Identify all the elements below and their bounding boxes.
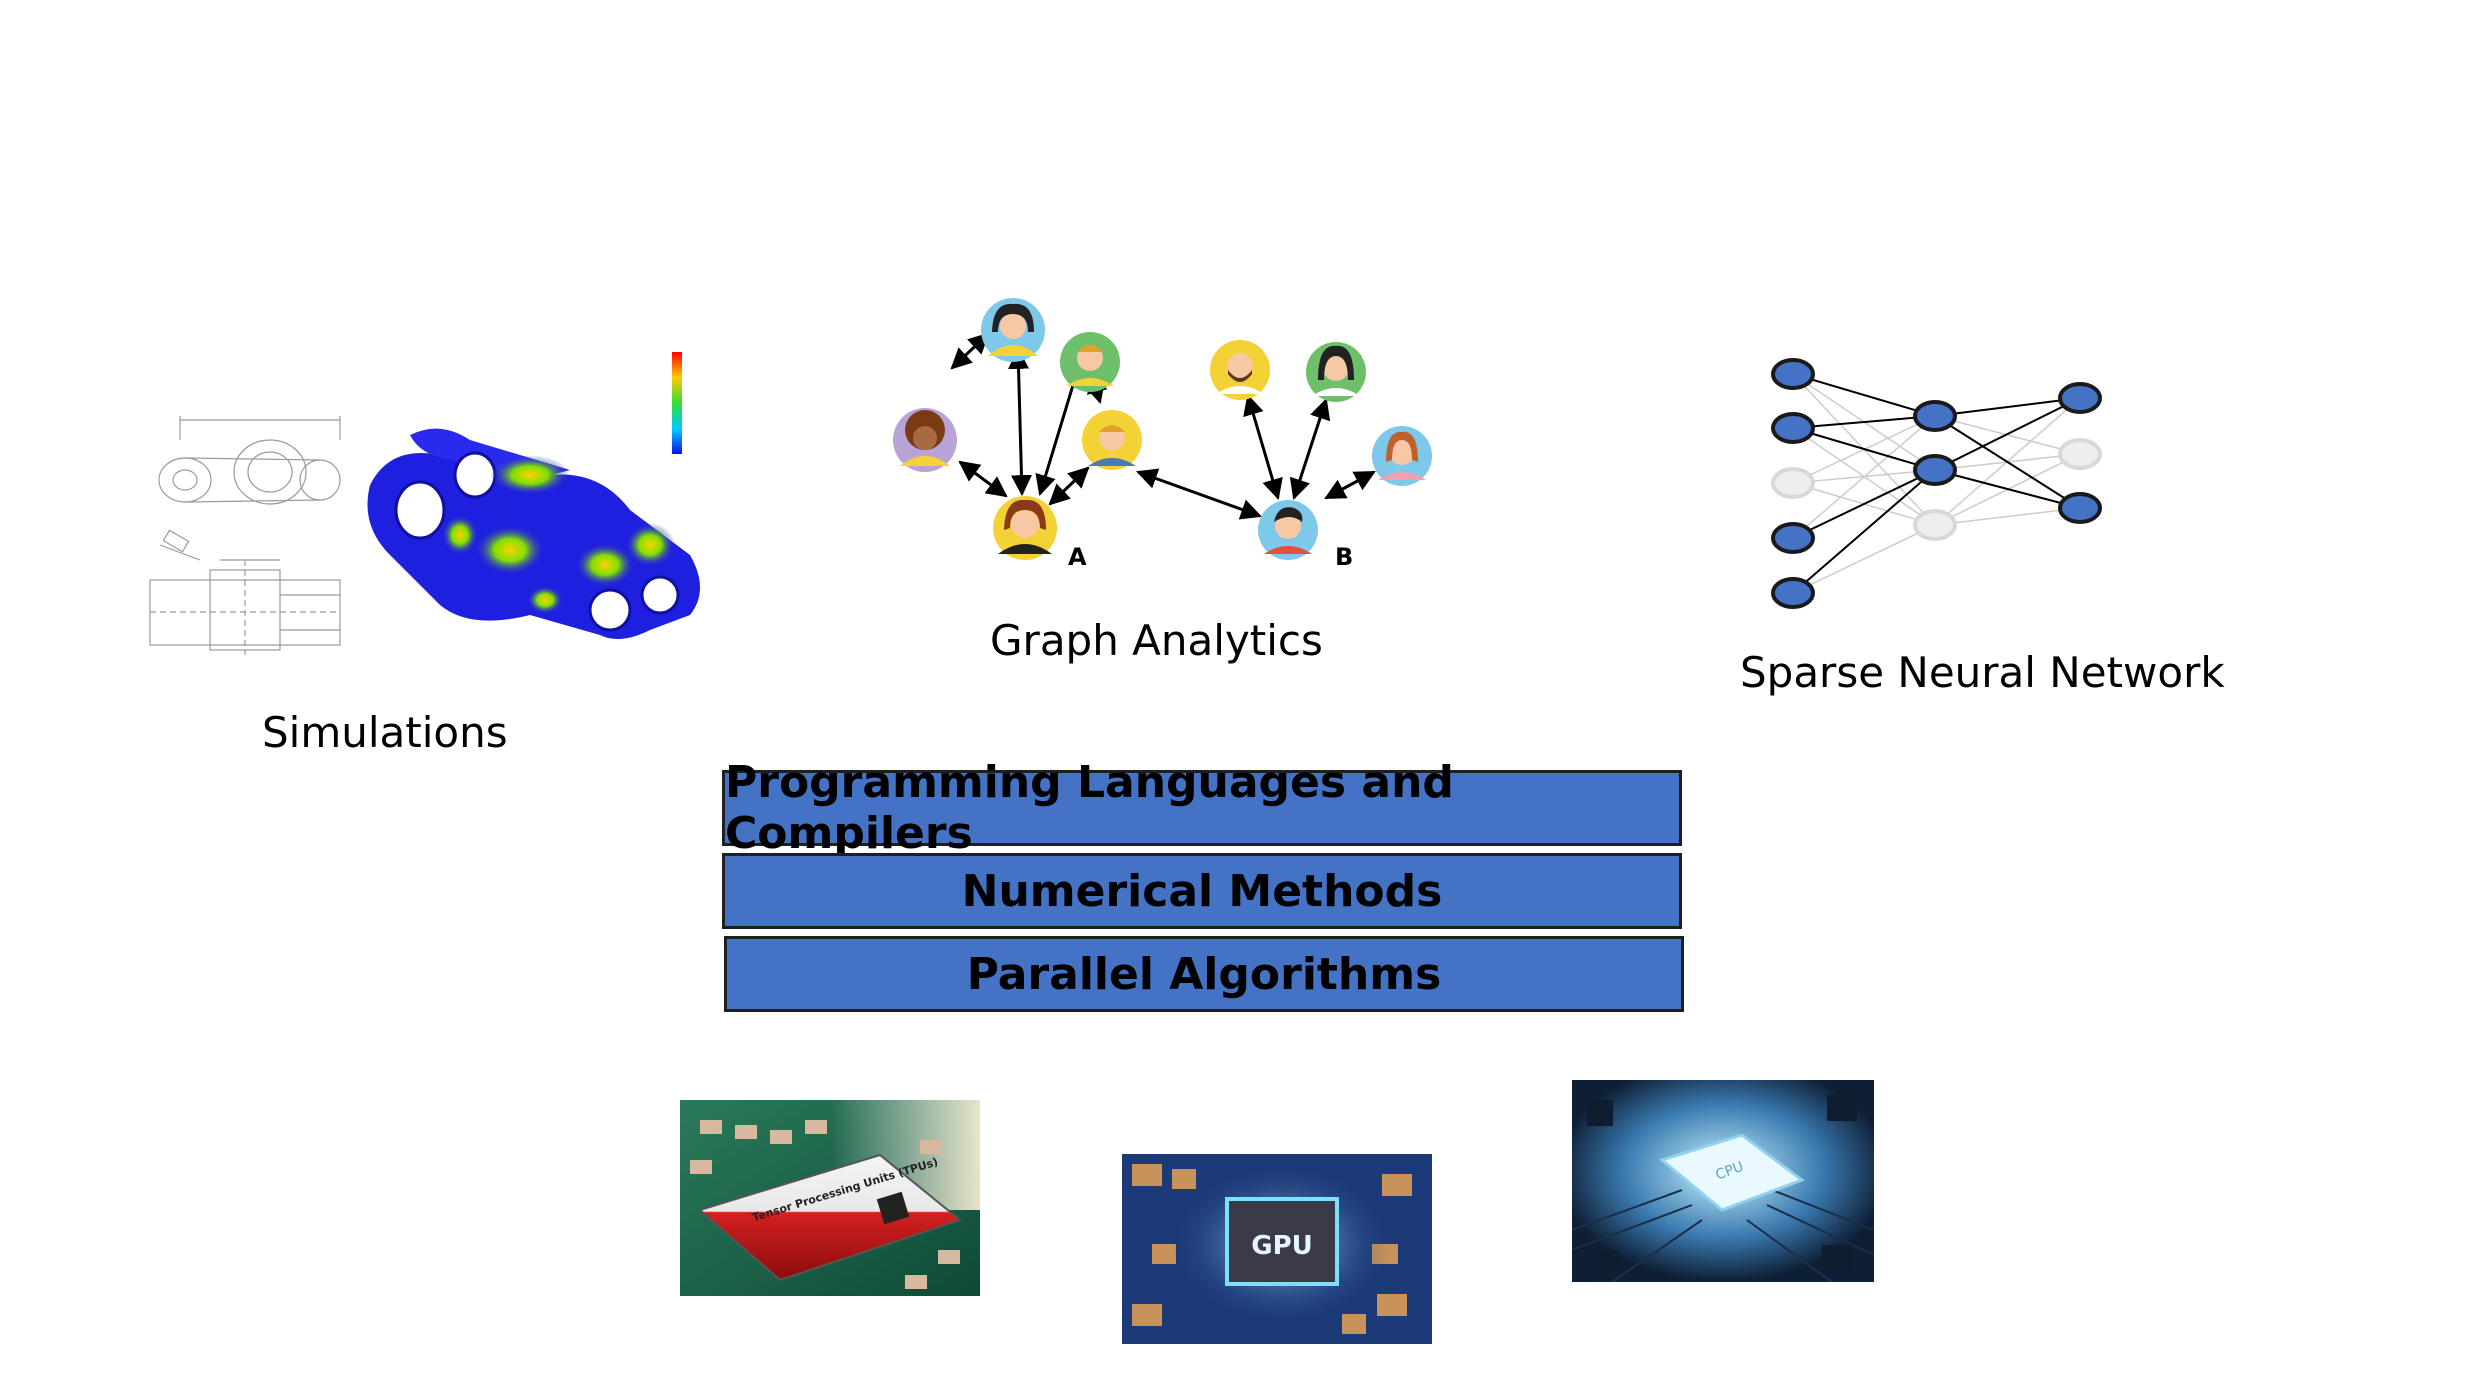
nn-input-node-1 [1771, 358, 1815, 390]
nn-hidden-node-1 [1913, 400, 1957, 432]
nn-hidden-node-3-pruned [1913, 509, 1957, 541]
graph-analytics-caption: Graph Analytics [990, 616, 1323, 665]
tpu-chip-image: Tensor Processing Units (TPUs) [680, 1100, 980, 1296]
sparse-nn-caption: Sparse Neural Network [1740, 648, 2225, 697]
node-label-b: B [1335, 543, 1353, 571]
layer-parallel-algorithms: Parallel Algorithms [724, 936, 1684, 1012]
node-label-a: A [1068, 543, 1087, 571]
gpu-label: GPU [1251, 1231, 1313, 1261]
layer-programming-languages: Programming Languages and Compilers [722, 757, 1682, 859]
color-scale-legend [672, 352, 682, 454]
person-node-middle [1082, 410, 1142, 470]
nn-output-node-2-pruned [2058, 438, 2102, 470]
nn-input-node-3-pruned [1771, 467, 1815, 499]
person-node-top [981, 298, 1045, 362]
sparse-neural-network-diagram [1771, 358, 2102, 609]
person-node-a [993, 496, 1057, 560]
person-node-right [1372, 426, 1432, 486]
technical-drawing-image [149, 416, 341, 655]
nn-input-node-5 [1771, 577, 1815, 609]
fea-simulation-image [367, 428, 700, 639]
nn-output-node-1 [2058, 382, 2102, 414]
person-node-green [1060, 332, 1120, 392]
person-node-beard [1210, 340, 1270, 400]
person-node-b [1258, 500, 1318, 560]
cpu-chip-image: CPU [1572, 1080, 1874, 1282]
nn-input-node-4 [1771, 522, 1815, 554]
layer-numerical-methods: Numerical Methods [722, 853, 1682, 929]
person-node-left [893, 408, 957, 472]
nn-output-node-3 [2058, 492, 2102, 524]
social-graph-diagram: A B [893, 298, 1432, 571]
person-node-green-woman [1306, 342, 1366, 402]
gpu-chip-image: GPU [1122, 1154, 1432, 1344]
simulations-caption: Simulations [262, 708, 508, 757]
nn-hidden-node-2 [1913, 454, 1957, 486]
nn-input-node-2 [1771, 412, 1815, 444]
